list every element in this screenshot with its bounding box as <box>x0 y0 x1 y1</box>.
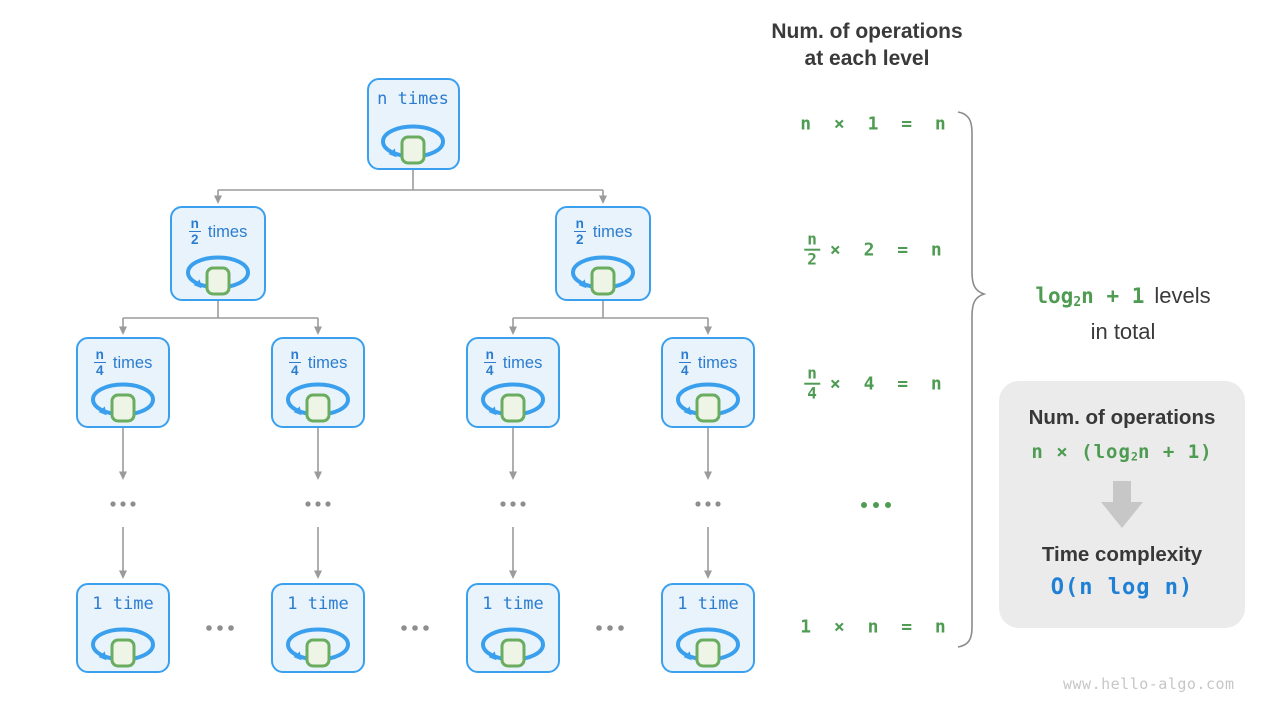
operation-square <box>305 638 331 668</box>
panel-formula: n × (log2n + 1) <box>1031 441 1213 464</box>
loop-icon <box>571 255 635 296</box>
loop-icon <box>676 382 740 423</box>
operation-square <box>500 393 526 423</box>
operation-square <box>695 393 721 423</box>
operation-square <box>695 638 721 668</box>
operation-square <box>110 638 136 668</box>
loop-icon <box>481 627 545 668</box>
loop-icon <box>91 382 155 423</box>
node-label: 1 time <box>287 594 349 614</box>
operation-square <box>500 638 526 668</box>
loop-icon <box>286 627 350 668</box>
tree-node-level4: 1 time <box>76 583 170 673</box>
summary-panel: Num. of operations n × (log2n + 1) Time … <box>999 381 1245 628</box>
operation-square <box>400 135 426 165</box>
loop-icon <box>286 382 350 423</box>
column-header: Num. of operations at each level <box>736 18 998 72</box>
levels-suffix: levels <box>1154 283 1211 308</box>
tree-node-level4: 1 time <box>661 583 755 673</box>
ellipsis-dots <box>110 501 721 631</box>
loop-icon <box>186 255 250 296</box>
panel-title: Num. of operations <box>1028 406 1216 429</box>
node-label: n times <box>377 89 449 109</box>
operation-square <box>590 266 616 296</box>
down-arrow-icon <box>1101 480 1143 528</box>
levels-formula: log2n + 1 <box>1035 284 1145 310</box>
column-header-line2: at each level <box>804 47 930 70</box>
node-label: 1 time <box>482 594 544 614</box>
levels-line2: in total <box>1090 318 1156 344</box>
loop-icon <box>676 627 740 668</box>
loop-icon <box>91 627 155 668</box>
operation-square <box>305 393 331 423</box>
loop-icon <box>381 124 445 165</box>
watermark: www.hello-algo.com <box>1063 675 1235 693</box>
operation-square <box>110 393 136 423</box>
brace <box>957 111 987 648</box>
tree-node-level4: 1 time <box>466 583 560 673</box>
panel-result: O(n log n) <box>1050 574 1194 600</box>
node-label: 1 time <box>677 594 739 614</box>
tree-node-level4: 1 time <box>271 583 365 673</box>
ellipsis-dots-green <box>858 502 894 508</box>
loop-icon <box>481 382 545 423</box>
panel-result-title: Time complexity <box>1041 542 1203 566</box>
level-formula: n × 1 = n <box>800 113 952 135</box>
operation-square <box>205 266 231 296</box>
level-formula: 1 × n = n <box>800 616 952 638</box>
column-header-line1: Num. of operations <box>771 20 963 43</box>
brace-label: log2n + 1 levels in total <box>1002 281 1244 346</box>
tree-node-level1: n times <box>366 78 460 170</box>
node-label: 1 time <box>92 594 154 614</box>
